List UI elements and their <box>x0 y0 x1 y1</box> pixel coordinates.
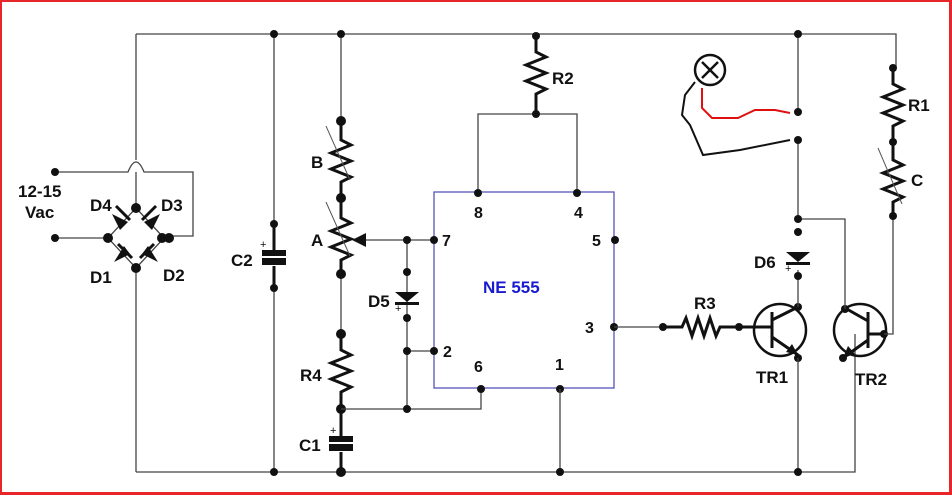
diode-d1-icon <box>114 242 134 262</box>
supply-type-label: Vac <box>25 203 54 222</box>
capacitor-c2-label: C2 <box>231 251 253 270</box>
pot-a-label: A <box>311 231 323 250</box>
resistor-r1-icon <box>878 68 908 142</box>
pin-5-label: 5 <box>592 233 601 250</box>
c1-polarity-mark: + <box>330 425 336 437</box>
diode-d1-label: D1 <box>90 268 112 287</box>
ac-wire-top <box>55 161 194 237</box>
ic-ne555-body <box>433 191 615 389</box>
pin-6-label: 6 <box>474 359 483 376</box>
diode-d2-label: D2 <box>163 266 185 285</box>
resistor-r1-label: R1 <box>908 96 930 115</box>
diode-d6-label: D6 <box>754 253 776 272</box>
transistor-tr2-label: TR2 <box>855 370 887 389</box>
diode-d4-label: D4 <box>90 196 112 215</box>
transistor-tr1-icon <box>739 302 808 358</box>
capacitor-c2-icon <box>262 224 286 288</box>
resistor-r2-icon <box>521 36 551 114</box>
pin-8-label: 8 <box>474 205 483 222</box>
pot-a-icon <box>326 198 356 274</box>
diode-d5-icon <box>395 292 419 305</box>
diode-d3-icon <box>140 204 160 230</box>
pot-b-trim <box>325 125 351 181</box>
lamp-icon <box>680 53 791 157</box>
pot-c-icon <box>878 142 908 216</box>
diode-d5-label: D5 <box>368 292 390 311</box>
top-rail-wire <box>136 33 897 68</box>
diode-d6-icon <box>786 252 810 265</box>
pot-b-icon <box>326 121 356 198</box>
resistor-r4-label: R4 <box>300 366 322 385</box>
pin-2-label: 2 <box>443 344 452 361</box>
resistor-r3-label: R3 <box>694 294 716 313</box>
pin-4-label: 4 <box>574 205 583 222</box>
ac-input-terminal <box>51 168 59 176</box>
diode-d2-icon <box>138 242 158 262</box>
resistor-r2-label: R2 <box>552 69 574 88</box>
resistor-r4-icon <box>326 334 356 409</box>
pin-1-label: 1 <box>555 357 564 374</box>
lamp-wire-red <box>701 88 791 119</box>
pot-b-label: B <box>311 153 323 172</box>
pin-3-label: 3 <box>585 320 594 337</box>
c2-polarity-mark: + <box>260 239 266 251</box>
transistor-tr1-label: TR1 <box>756 368 788 387</box>
d6-polarity-mark: + <box>785 263 791 275</box>
resistor-r3-icon <box>663 313 739 341</box>
supply-voltage-label: 12-15 <box>18 182 61 201</box>
diode-d3-label: D3 <box>161 196 183 215</box>
bridge-rectifier <box>103 203 174 273</box>
ground-rail-wire <box>136 334 856 473</box>
pin-7-label: 7 <box>442 233 451 250</box>
ac-input-terminal <box>51 234 59 242</box>
diode-d4-icon <box>112 204 132 230</box>
capacitor-c1-icon <box>329 436 353 451</box>
transistor-tr2-icon <box>832 302 888 360</box>
ic-ne555-label: NE 555 <box>483 278 540 297</box>
wiper-arrow-icon <box>352 233 366 247</box>
d5-polarity-mark: + <box>395 303 401 315</box>
pot-c-label: C <box>911 171 923 190</box>
capacitor-c1-label: C1 <box>299 436 321 455</box>
lamp-wire-black <box>680 81 791 157</box>
